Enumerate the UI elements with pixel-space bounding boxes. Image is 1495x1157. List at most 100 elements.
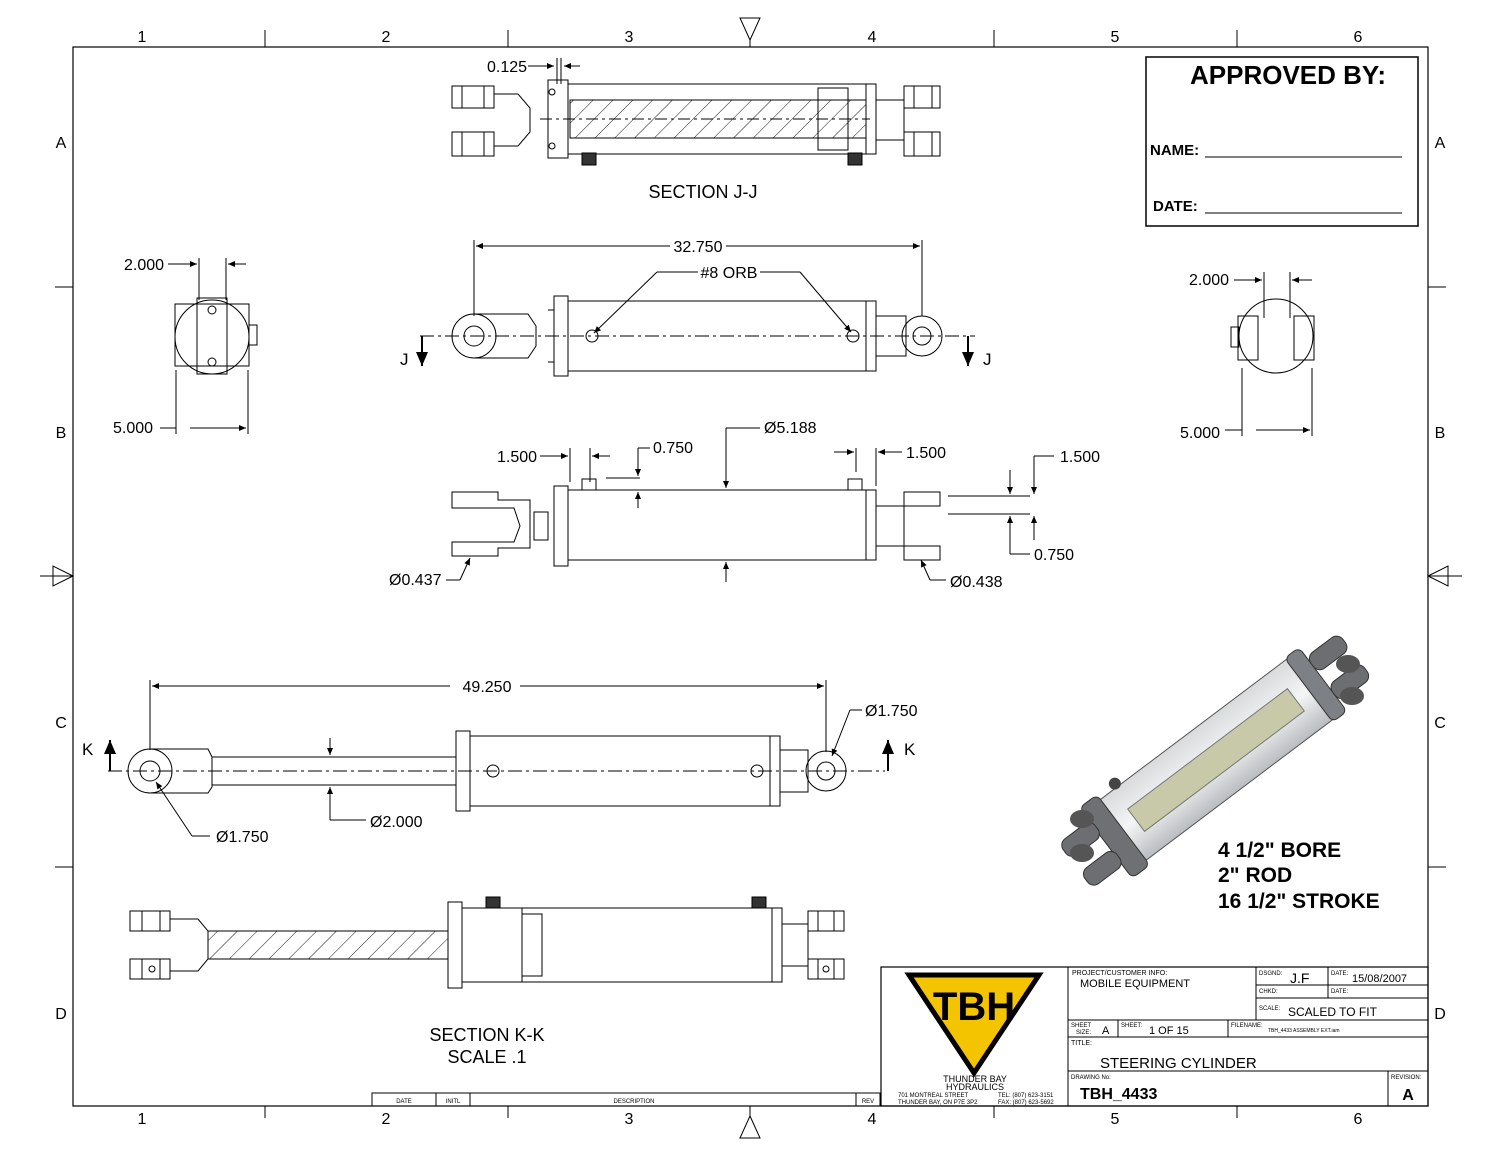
grid-row-c: C: [55, 715, 67, 732]
company-tel: TEL: (807) 623-3151: [998, 1093, 1054, 1099]
sheet-value: 1 OF 15: [1149, 1025, 1189, 1037]
dim-0750-b: 0.750: [1034, 547, 1074, 564]
project-value: MOBILE EQUIPMENT: [1080, 978, 1190, 990]
extended-view-k: [104, 680, 894, 837]
date-value: 15/08/2007: [1352, 973, 1407, 985]
company-logo: TBH: [904, 972, 1044, 1078]
revision-table: [371, 1092, 881, 1107]
approval-name-label: NAME:: [1150, 142, 1199, 159]
dsgnd-label: DSGND:: [1259, 971, 1283, 977]
dim-dia-5188: Ø5.188: [764, 420, 817, 437]
grid-col-2: 2: [382, 29, 391, 46]
company-address2: THUNDER BAY, ON P7E 3P2: [898, 1100, 978, 1106]
right-end-view: [1225, 272, 1315, 436]
rev-col-date: DATE: [396, 1099, 412, 1105]
spec-stroke: 16 1/2" STROKE: [1218, 890, 1380, 913]
company-fax: FAX: (807) 623-5692: [998, 1100, 1054, 1106]
sheet-size-label2: SIZE:: [1076, 1030, 1091, 1036]
grid-row-a-right: A: [1435, 135, 1446, 152]
grid-col-4: 4: [868, 29, 877, 46]
company-address1: 701 MONTREAL STREET: [898, 1093, 968, 1099]
side-view: [446, 427, 1054, 582]
rev-col-rev: REV: [862, 1099, 874, 1105]
approval-date-label: DATE:: [1153, 198, 1198, 215]
grid-column-labels-bottom: 1 2 3 4 5 6: [138, 1111, 1363, 1128]
front-view-j: [416, 240, 975, 377]
dim-0125: 0.125: [487, 59, 527, 76]
section-jj-view: [451, 58, 941, 166]
grid-col-5-bottom: 5: [1111, 1111, 1120, 1128]
grid-row-a: A: [56, 135, 67, 152]
dsgnd-value: J.F: [1290, 970, 1309, 986]
project-label: PROJECT/CUSTOMER INFO:: [1072, 970, 1167, 977]
cut-k-left: K: [82, 740, 94, 759]
grid-row-b-right: B: [1435, 425, 1446, 442]
grid-col-1-bottom: 1: [138, 1111, 147, 1128]
dim-left-5000: 5.000: [113, 420, 153, 437]
section-kk-scale: SCALE .1: [447, 1047, 526, 1067]
sheet-size-label1: SHEET: [1071, 1023, 1091, 1029]
chkd-label: CHKD:: [1259, 989, 1278, 995]
spec-bore: 4 1/2" BORE: [1218, 839, 1341, 862]
grid-col-1: 1: [138, 29, 147, 46]
scale-label: SCALE:: [1259, 1006, 1281, 1012]
section-kk-label: SECTION K-K: [429, 1025, 544, 1045]
grid-col-3-bottom: 3: [625, 1111, 634, 1128]
company-name-line1: THUNDER BAY: [943, 1074, 1007, 1084]
revision-label: REVISION:: [1391, 1075, 1422, 1081]
dim-dia-1750-b: Ø1.750: [216, 829, 269, 846]
logo-letters: TBH: [933, 985, 1015, 1029]
title-value: STEERING CYLINDER: [1100, 1055, 1257, 1072]
dim-0750-a: 0.750: [653, 440, 693, 457]
cut-j-right: J: [983, 350, 992, 369]
scale-value: SCALED TO FIT: [1288, 1005, 1378, 1019]
rev-col-description: DESCRIPTION: [613, 1099, 654, 1105]
rev-col-initl: INITL: [446, 1099, 461, 1105]
grid-column-labels-top: 1 2 3 4 5 6: [138, 29, 1363, 46]
grid-row-b: B: [56, 425, 67, 442]
grid-col-4-bottom: 4: [868, 1111, 877, 1128]
section-jj-label: SECTION J-J: [648, 182, 757, 202]
cylinder-3d-render: [1061, 635, 1370, 886]
grid-col-2-bottom: 2: [382, 1111, 391, 1128]
revision-value: A: [1402, 1087, 1414, 1104]
date2-label: DATE:: [1331, 989, 1349, 995]
company-name-line2: HYDRAULICS: [946, 1082, 1004, 1092]
left-end-view: [160, 258, 258, 434]
title-label: TITLE:: [1071, 1040, 1092, 1047]
dim-right-2000: 2.000: [1189, 272, 1229, 289]
grid-col-6: 6: [1354, 29, 1363, 46]
drawing-value: TBH_4433: [1080, 1086, 1157, 1103]
dim-1500-a: 1.500: [497, 449, 537, 466]
dim-dia-1750-a: Ø1.750: [865, 703, 918, 720]
dim-49250: 49.250: [463, 679, 512, 696]
cut-j-left: J: [400, 350, 409, 369]
section-kk-view: [129, 896, 845, 989]
dim-orb: #8 ORB: [701, 265, 758, 282]
grid-row-c-right: C: [1434, 715, 1446, 732]
spec-rod: 2" ROD: [1218, 864, 1292, 887]
sheet-label: SHEET:: [1121, 1023, 1142, 1029]
title-block: [880, 966, 1429, 1107]
filename-label: FILENAME:: [1231, 1023, 1263, 1029]
approval-box: APPROVED BY: NAME: DATE:: [1145, 56, 1419, 227]
dim-right-5000: 5.000: [1180, 425, 1220, 442]
dim-1500-c: 1.500: [1060, 449, 1100, 466]
cut-k-right: K: [904, 740, 916, 759]
filename-value: TBH_4433 ASSEMBLY EXT.iam: [1268, 1028, 1340, 1034]
drawing-label: DRAWING No:: [1071, 1075, 1111, 1081]
grid-row-labels: A B C D A B C D: [55, 135, 1446, 1023]
dim-dia-2000: Ø2.000: [370, 814, 423, 831]
grid-col-3: 3: [625, 29, 634, 46]
grid-row-d-right: D: [1434, 1006, 1446, 1023]
dim-left-2000: 2.000: [124, 257, 164, 274]
dim-dia-0437: Ø0.437: [389, 572, 442, 589]
dim-32750: 32.750: [674, 239, 723, 256]
date-label: DATE:: [1331, 971, 1349, 977]
sheet-size-value: A: [1102, 1025, 1110, 1037]
dim-dia-0438: Ø0.438: [950, 574, 1003, 591]
grid-col-5: 5: [1111, 29, 1120, 46]
grid-col-6-bottom: 6: [1354, 1111, 1363, 1128]
approval-heading: APPROVED BY:: [1190, 60, 1386, 90]
